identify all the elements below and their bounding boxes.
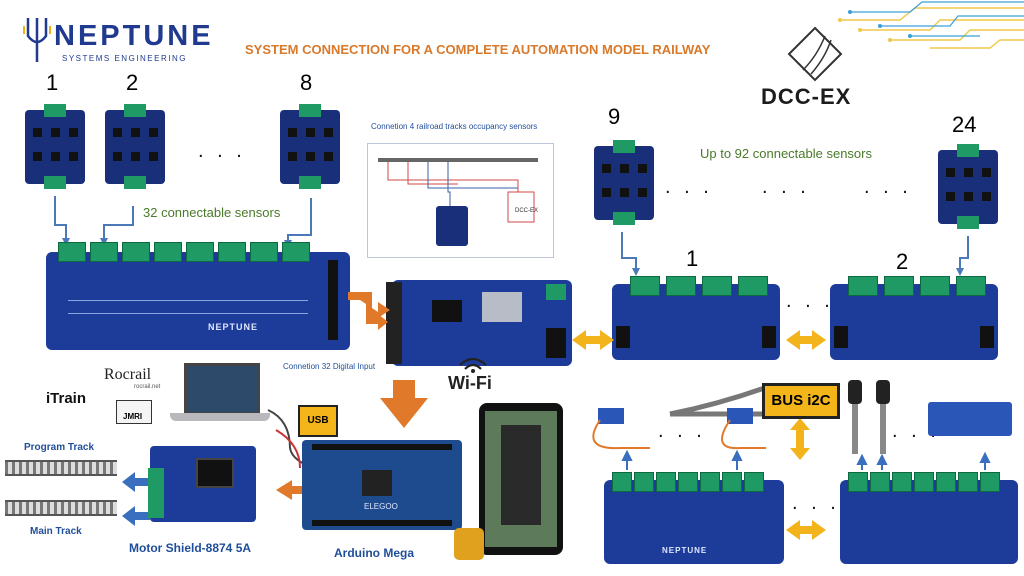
ellipsis: . . .: [864, 176, 912, 198]
jmri-logo: JMRI: [116, 400, 152, 424]
page-title: SYSTEM CONNECTION FOR A COMPLETE AUTOMAT…: [245, 42, 711, 57]
distribution-board: NEPTUNE: [46, 242, 350, 350]
rocrail-logo: Rocrail rocrail.net: [104, 366, 160, 390]
ellipsis: . . .: [762, 176, 810, 198]
arduino-mega: ELEGOO: [302, 440, 462, 530]
servo: [598, 408, 624, 424]
sensor-number: 9: [608, 104, 621, 129]
signal-head: [876, 380, 890, 404]
occupancy-caption: Connetion 4 railroad tracks occupancy se…: [371, 122, 538, 131]
output-board: [840, 472, 1018, 564]
wifi-logo: Wi-Fi: [448, 355, 498, 395]
jmri-label: JMRI: [123, 412, 143, 421]
expander-number: 2: [896, 249, 909, 274]
ellipsis: . . .: [892, 420, 940, 442]
ellipsis: . . .: [792, 492, 840, 514]
output-board: NEPTUNE: [604, 472, 784, 564]
expander-board: [830, 276, 998, 360]
usb-label: USB: [298, 405, 338, 437]
sensor-number: 2: [126, 70, 139, 95]
turnout-track: [669, 383, 771, 417]
rocrail-url: rocrail.net: [134, 384, 161, 390]
motor-shield: [148, 446, 256, 522]
servo: [727, 408, 753, 424]
rocrail-label: Rocrail: [104, 366, 152, 383]
dccex-logo: DCC-EX: [757, 26, 877, 112]
ellipsis: . . .: [198, 140, 246, 162]
bus-i2c-label: BUS i2C: [762, 383, 840, 419]
smartphone: [479, 403, 563, 555]
expander-number: 1: [686, 246, 699, 271]
program-track: [5, 460, 117, 476]
brand-subtitle: SYSTEMS ENGINEERING: [62, 54, 187, 63]
dccex-track-icon: [787, 26, 843, 82]
arduino-brand: ELEGOO: [364, 502, 398, 511]
sensor-board: [25, 104, 85, 189]
trident-icon: [23, 18, 51, 62]
left-sensors-note: 32 connectable sensors: [143, 205, 281, 220]
ellipsis: . . .: [665, 176, 713, 198]
right-sensors-note: Up to 92 connectable sensors: [700, 146, 872, 161]
motor-shield-label: Motor Shield-8874 5A: [129, 541, 252, 555]
laptop: [170, 363, 270, 423]
ellipsis: . . .: [658, 420, 706, 442]
arduino-label: Arduino Mega: [334, 546, 414, 560]
ellipsis: . . .: [786, 290, 834, 312]
board-brand: NEPTUNE: [208, 322, 259, 332]
occupancy-diagram: DCC-EX: [367, 143, 554, 258]
signal-head: [848, 380, 862, 404]
neptune-logo: NEPTUNE SYSTEMS ENGINEERING: [22, 14, 222, 70]
wifi-label: Wi-Fi: [448, 373, 492, 393]
relay-board: [928, 402, 1012, 436]
digital-input-caption: Connetion 32 Digital Input: [283, 362, 376, 371]
brand-name: NEPTUNE: [54, 20, 214, 52]
sensor-board: [280, 104, 340, 189]
main-track-label: Main Track: [30, 526, 82, 537]
main-track: [5, 500, 117, 516]
itrain-logo: iTrain: [46, 390, 87, 407]
sensor-number: 1: [46, 70, 59, 95]
wifi-icon: [459, 357, 487, 373]
app-icon: [454, 528, 484, 560]
sensor-number: 8: [300, 70, 313, 95]
signal-post: [880, 382, 886, 454]
board-brand: NEPTUNE: [662, 546, 708, 555]
sensor-board: [105, 104, 165, 189]
interface-board: [386, 280, 572, 366]
sensor-board: [594, 140, 654, 225]
dccex-label: DCC-EX: [761, 84, 852, 109]
expander-board: [612, 276, 780, 360]
sensor-board: [938, 144, 998, 229]
circuit-decoration: [838, 1, 1024, 49]
program-track-label: Program Track: [24, 442, 95, 453]
signal-post: [852, 382, 858, 454]
sensor-number: 24: [952, 112, 977, 137]
